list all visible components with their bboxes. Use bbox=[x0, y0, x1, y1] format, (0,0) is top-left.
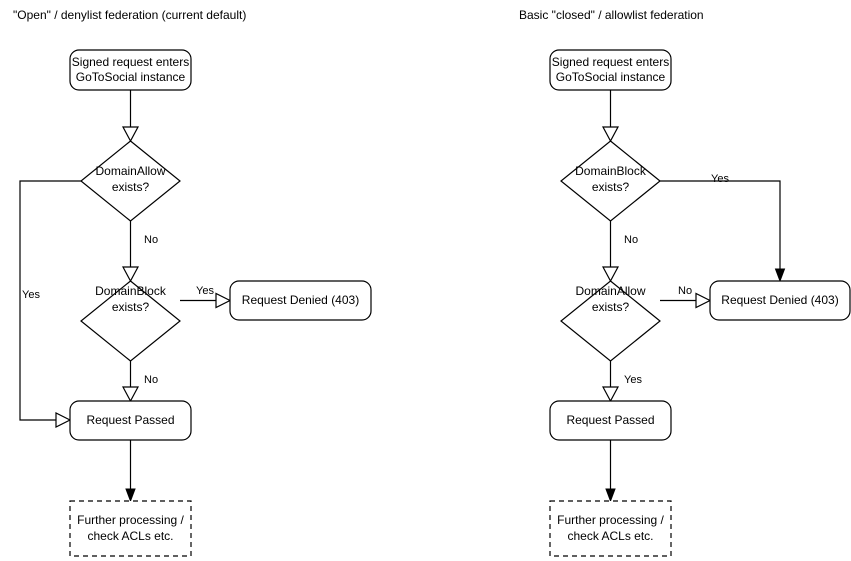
left-request-passed-label: Request Passed bbox=[86, 413, 174, 427]
left-arrowhead-allow-yes bbox=[55, 412, 72, 428]
right-decision-domainblock-line1: DomainBlock bbox=[575, 164, 647, 178]
right-edge-label-allow-no: No bbox=[678, 285, 692, 297]
right-further-processing-node[interactable] bbox=[549, 500, 672, 557]
right-decision-domainallow-line2: exists? bbox=[592, 300, 630, 314]
left-entry-label-line1: Signed request enters bbox=[72, 55, 189, 69]
right-decision-domainallow-line1: DomainAllow bbox=[575, 284, 645, 298]
left-arrowhead-passed-to-further bbox=[125, 488, 136, 503]
right-arrowhead-entry-to-block bbox=[601, 126, 620, 143]
right-entry-label-line2: GoToSocial instance bbox=[556, 70, 666, 84]
left-decision-domainblock-line1: DomainBlock bbox=[95, 284, 167, 298]
right-request-passed-label: Request Passed bbox=[566, 413, 654, 427]
right-further-processing-line1: Further processing / bbox=[557, 513, 664, 527]
right-flow-title: Basic "closed" / allowlist federation bbox=[519, 8, 704, 22]
right-edge-block-yes bbox=[660, 180, 781, 274]
left-flow-group: "Open" / denylist federation (current de… bbox=[13, 8, 372, 557]
left-edge-label-allow-yes: Yes bbox=[22, 289, 40, 301]
left-decision-domainblock-line2: exists? bbox=[112, 300, 150, 314]
right-arrowhead-allow-no bbox=[695, 292, 712, 309]
right-arrowhead-block-no bbox=[601, 266, 620, 283]
right-arrowhead-block-yes bbox=[774, 268, 786, 283]
left-edge-label-block-yes: Yes bbox=[196, 285, 214, 297]
left-arrowhead-entry-to-allow bbox=[121, 126, 140, 143]
left-further-processing-line2: check ACLs etc. bbox=[87, 529, 173, 543]
right-edge-label-block-yes: Yes bbox=[711, 173, 729, 185]
left-edge-label-block-no: No bbox=[144, 374, 158, 386]
right-request-denied-node[interactable] bbox=[709, 280, 851, 321]
left-flow-title: "Open" / denylist federation (current de… bbox=[13, 8, 246, 22]
right-edge-label-block-no: No bbox=[624, 234, 638, 246]
left-decision-domainallow-line1: DomainAllow bbox=[95, 164, 165, 178]
right-request-denied-label: Request Denied (403) bbox=[721, 293, 838, 307]
left-arrowhead-allow-no bbox=[121, 266, 140, 283]
left-request-denied-node[interactable] bbox=[229, 280, 372, 321]
right-arrowhead-allow-yes bbox=[601, 386, 620, 403]
right-entry-label-line1: Signed request enters bbox=[552, 55, 669, 69]
left-arrowhead-block-yes bbox=[215, 292, 232, 309]
left-further-processing-line1: Further processing / bbox=[77, 513, 184, 527]
right-arrowhead-passed-to-further bbox=[605, 488, 616, 503]
right-decision-domainblock-line2: exists? bbox=[592, 180, 630, 194]
left-entry-label-line2: GoToSocial instance bbox=[76, 70, 186, 84]
left-edge-label-allow-no: No bbox=[144, 234, 158, 246]
left-request-denied-label: Request Denied (403) bbox=[242, 293, 359, 307]
left-decision-domainallow-line2: exists? bbox=[112, 180, 150, 194]
right-flow-group: Basic "closed" / allowlist federation Si… bbox=[519, 8, 851, 557]
right-further-processing-line2: check ACLs etc. bbox=[567, 529, 653, 543]
left-edge-allow-yes bbox=[19, 180, 81, 421]
left-further-processing-node[interactable] bbox=[69, 500, 192, 557]
right-edge-label-allow-yes: Yes bbox=[624, 374, 642, 386]
left-arrowhead-block-no bbox=[121, 386, 140, 403]
